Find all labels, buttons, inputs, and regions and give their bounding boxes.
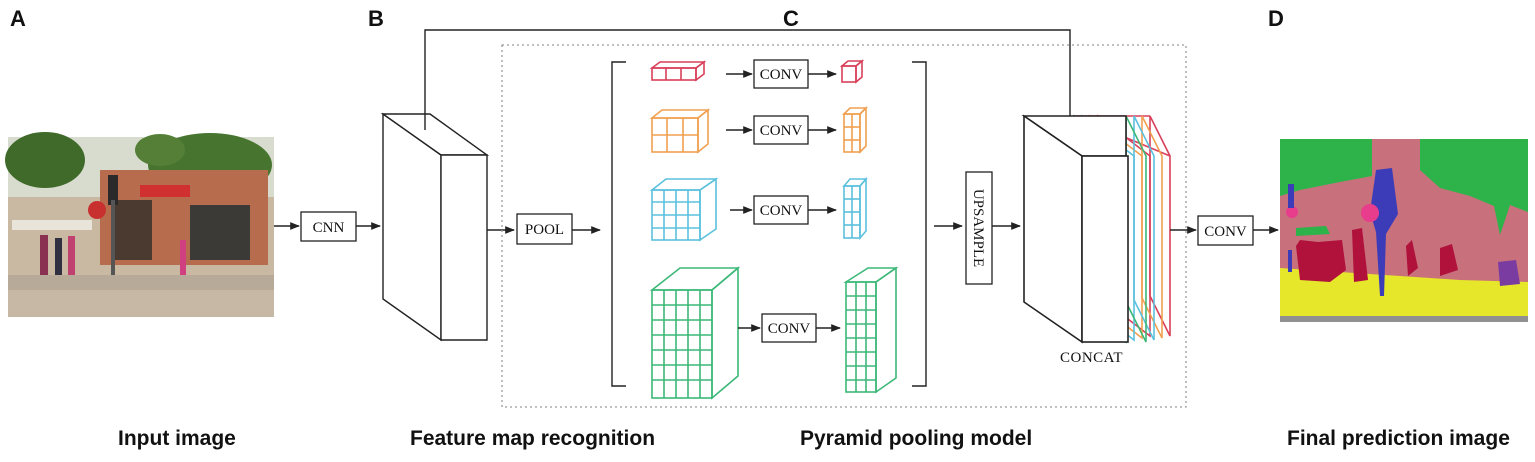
segmentation-map [1280,139,1528,322]
concat-stack [1021,114,1171,344]
upsample-box [965,171,993,285]
right-bracket [912,61,927,387]
panel-letter-c: C [783,6,799,31]
final-conv-label: CONV [1204,224,1247,240]
conv-box-1 [753,59,809,89]
input-photo [5,132,274,317]
pool-label: POOL [525,222,564,238]
cnn-box [300,211,357,242]
skip-connection [424,29,1074,130]
upsample-label: UPSAMPLE [970,189,986,267]
panel-letter-b: B [368,6,384,31]
conv-label-2: CONV [760,123,803,139]
conv-box-4 [761,313,817,343]
panel-letter-a: A [10,6,26,31]
pyramid-level-1 [649,60,707,82]
concat-label: CONCAT [1060,350,1123,366]
feature-map-cuboid [380,112,490,342]
conv-box-3 [753,195,809,225]
cnn-label: CNN [313,220,345,236]
pyramid-level-2 [649,108,711,154]
conv-label-1: CONV [760,67,803,83]
pyramid-output-1 [839,59,865,84]
pyramid-level-3 [649,177,719,242]
caption-pyramid-pooling: Pyramid pooling model [800,427,1033,450]
caption-feature-map: Feature map recognition [410,427,656,450]
pyramid-level-4 [649,266,741,400]
panel-letter-d: D [1268,6,1284,31]
caption-final-prediction: Final prediction image [1287,427,1510,450]
left-bracket [611,61,626,387]
conv-label-4: CONV [768,321,811,337]
caption-input-image: Input image [118,427,236,450]
pyramid-output-4 [843,266,899,394]
conv-box-2 [753,115,809,145]
pyramid-output-3 [842,176,868,241]
conv-label-3: CONV [760,203,803,219]
pool-box [516,213,573,245]
pyramid-module-border [501,44,1187,408]
pyramid-output-2 [842,106,868,154]
